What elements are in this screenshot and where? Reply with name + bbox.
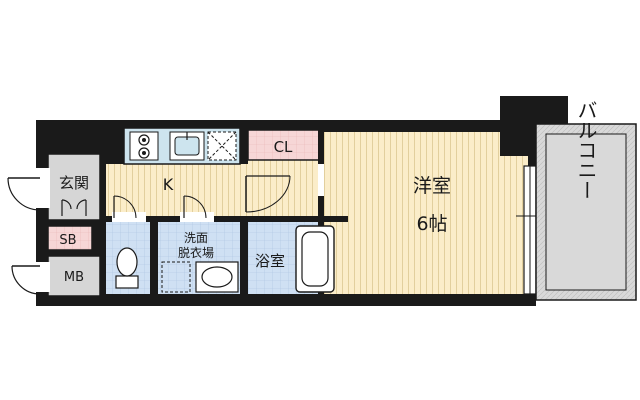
sink-icon bbox=[169, 131, 205, 161]
entrance bbox=[47, 153, 101, 221]
closet bbox=[247, 129, 323, 161]
washroom-door-icon bbox=[180, 195, 214, 222]
toilet-icon bbox=[115, 247, 139, 289]
fridge-space-icon bbox=[207, 131, 237, 161]
washing-machine-space bbox=[161, 261, 191, 293]
front-door-icon bbox=[7, 168, 50, 211]
washbasin-icon bbox=[195, 261, 239, 293]
balcony-label: バルコニー bbox=[574, 100, 598, 200]
meter-box bbox=[47, 255, 101, 297]
washroom-label-2: 脱衣場 bbox=[178, 245, 214, 260]
shoe-box-label: SB bbox=[59, 233, 76, 248]
room-door-icon bbox=[245, 164, 324, 213]
washroom-label-1: 洗面 bbox=[184, 231, 208, 245]
meter-box-door-icon bbox=[11, 262, 50, 295]
western-room bbox=[322, 132, 528, 294]
bathroom-label: 浴室 bbox=[255, 252, 285, 270]
shoe-box bbox=[47, 225, 93, 251]
stove-icon bbox=[129, 131, 159, 161]
western-room-size: 6帖 bbox=[416, 213, 447, 235]
bathtub-icon bbox=[295, 225, 335, 293]
toilet-door-icon bbox=[112, 195, 146, 222]
entrance-label: 玄関 bbox=[59, 174, 89, 192]
western-room-label: 洋室 bbox=[413, 175, 451, 197]
entrance-door-icon bbox=[61, 199, 87, 216]
closet-label: CL bbox=[274, 138, 293, 156]
kitchen-label: K bbox=[163, 175, 174, 194]
meter-box-label: MB bbox=[64, 270, 84, 285]
corridor-floor bbox=[244, 160, 324, 218]
